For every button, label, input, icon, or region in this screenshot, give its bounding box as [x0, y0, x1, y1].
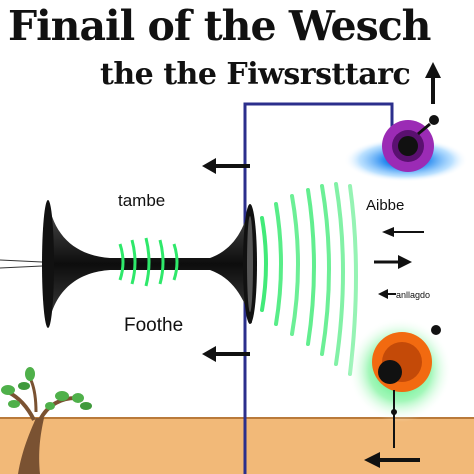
arrow-left-icon	[202, 346, 250, 362]
arrow-left-icon	[364, 452, 420, 468]
label-bottom-left: Foothe	[124, 315, 184, 336]
wire-lead-left	[0, 259, 43, 263]
outer-sound-waves	[260, 182, 358, 376]
eye-sensor-icon	[344, 115, 468, 182]
label-right: Aibbe	[366, 197, 405, 214]
arrow-up-icon	[425, 62, 441, 104]
title-line-2: the the Fiwsrsttarc	[100, 57, 411, 92]
ground	[0, 417, 474, 474]
label-right-small: anllagdo	[396, 290, 431, 300]
orange-sensor-icon	[348, 318, 452, 448]
inner-sound-waves	[118, 237, 179, 287]
tree-icon	[1, 367, 92, 474]
arrow-left-icon	[202, 158, 250, 174]
arrow-left-icon	[378, 289, 396, 299]
arrow-right-icon	[374, 255, 412, 269]
label-top-left: tambe	[118, 191, 166, 210]
title-line-1: Finail of the Wesch	[8, 2, 431, 50]
arrow-left-icon	[382, 227, 424, 237]
